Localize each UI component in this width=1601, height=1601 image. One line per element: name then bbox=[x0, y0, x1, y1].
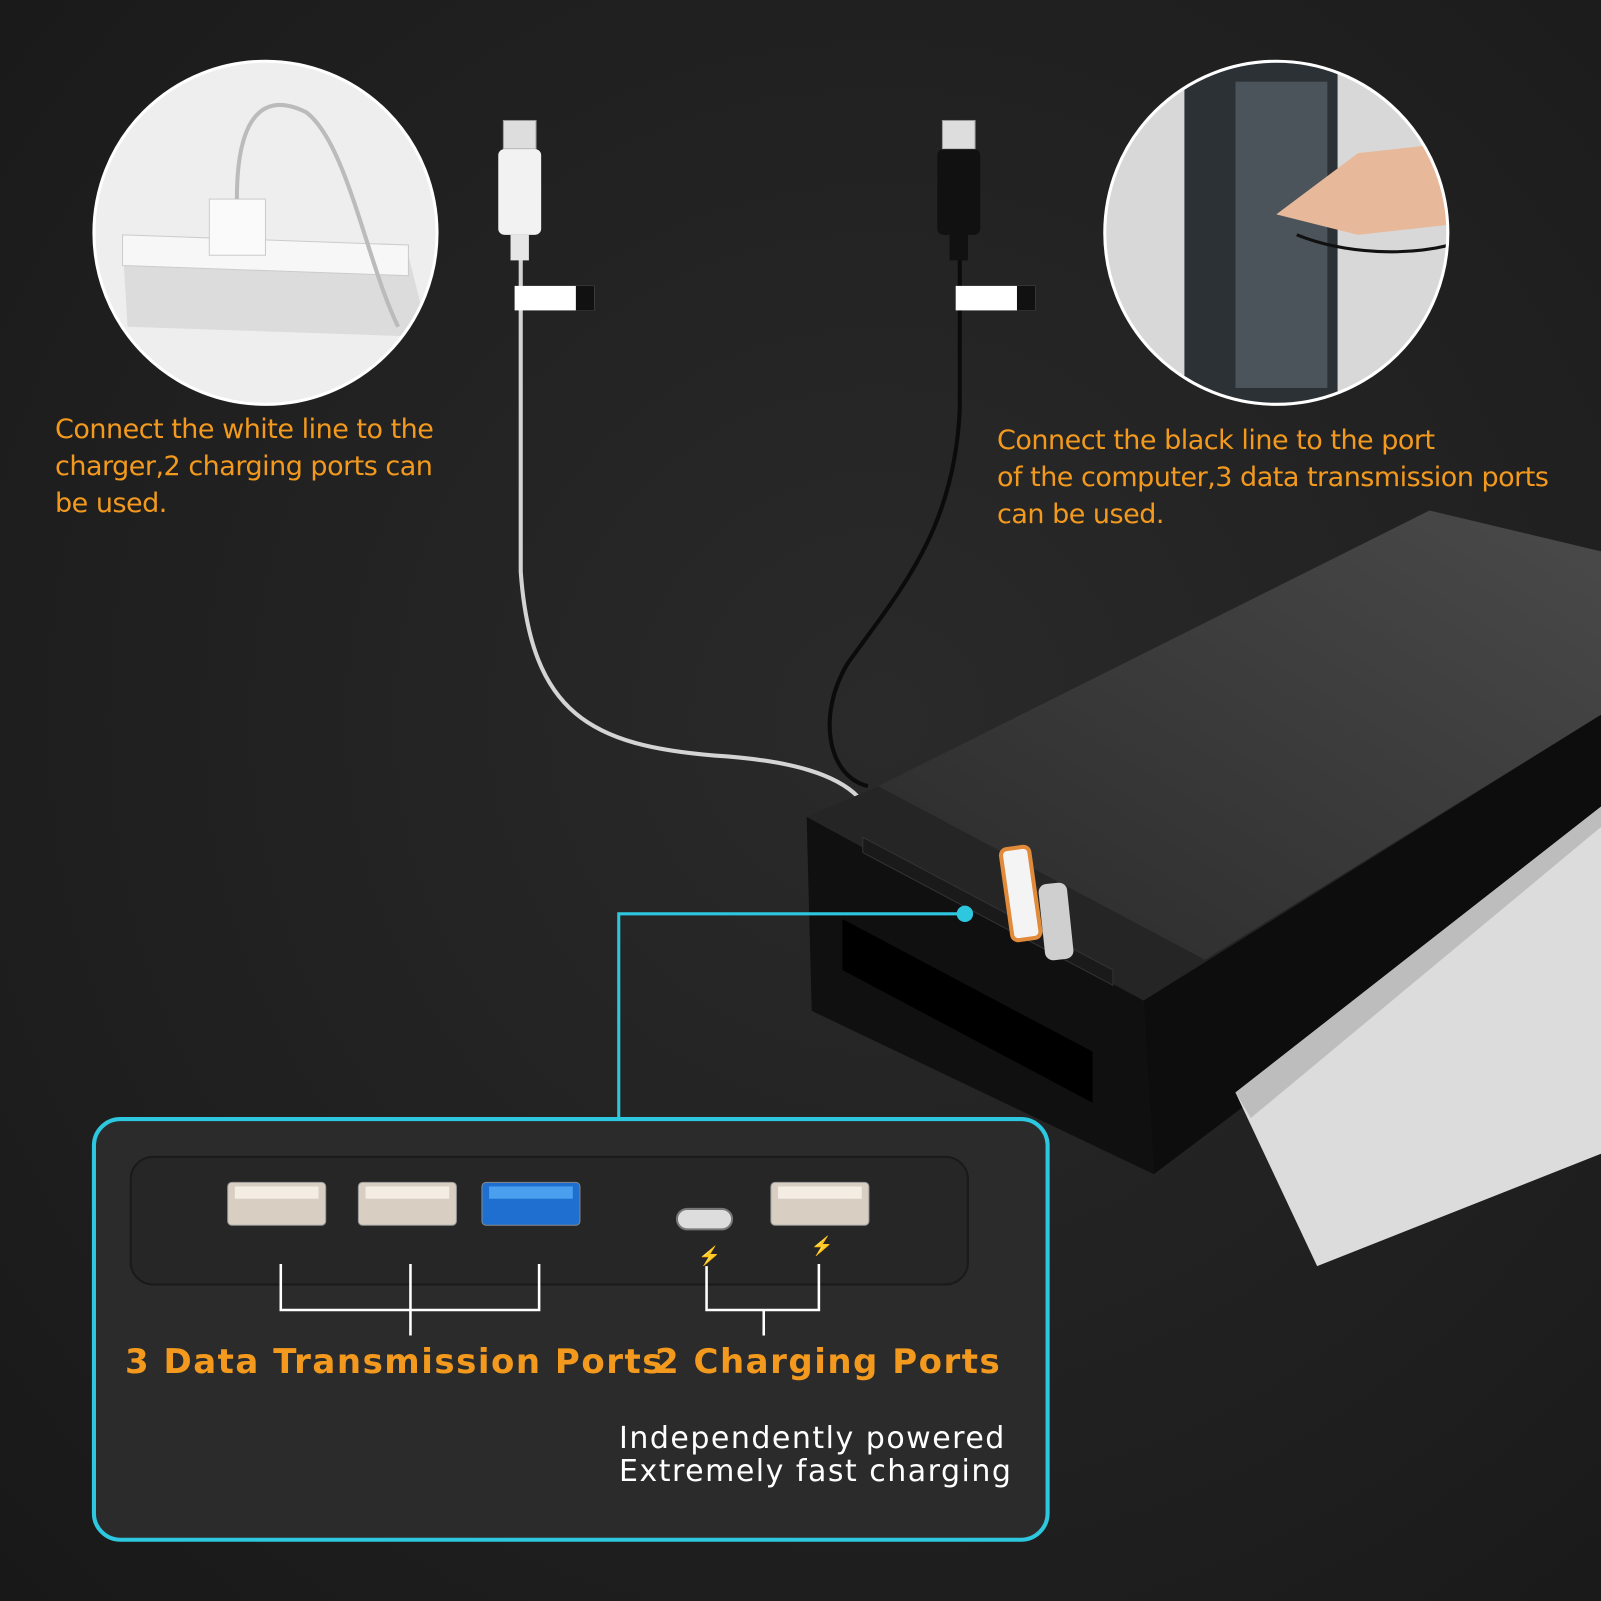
computer-photo bbox=[1104, 61, 1448, 405]
caption-line: charger,2 charging ports can bbox=[55, 451, 433, 482]
left-caption: Connect the white line to the charger,2 … bbox=[55, 411, 434, 522]
usb-c-port-icon bbox=[675, 1207, 734, 1231]
usb-a-port bbox=[357, 1181, 457, 1226]
callout-connector bbox=[617, 905, 974, 1122]
caption-line: Connect the white line to the bbox=[55, 414, 434, 445]
note-line: Extremely fast charging bbox=[619, 1454, 1013, 1489]
lightning-icon: ⚡ bbox=[698, 1245, 721, 1267]
note-line: Independently powered bbox=[619, 1421, 1006, 1456]
right-caption: Connect the black line to the port of th… bbox=[997, 422, 1549, 533]
keyboard bbox=[1235, 806, 1601, 1267]
caption-line: Connect the black line to the port bbox=[997, 425, 1435, 456]
usb-a-port bbox=[770, 1181, 870, 1226]
charger-photo bbox=[93, 61, 438, 405]
charging-ports-label: 2 Charging Ports bbox=[655, 1342, 1002, 1382]
white-cable bbox=[518, 245, 860, 798]
caption-line: be used. bbox=[55, 488, 167, 519]
monitor-stand bbox=[806, 510, 1601, 1175]
usb3-port bbox=[481, 1181, 581, 1226]
caption-line: of the computer,3 data transmission port… bbox=[997, 462, 1549, 493]
caption-line: can be used. bbox=[997, 499, 1164, 530]
lightning-icon: ⚡ bbox=[811, 1235, 834, 1257]
usb-a-white-plug-icon bbox=[498, 119, 595, 311]
usb-a-black-plug-icon bbox=[937, 119, 1036, 311]
charging-note: Independently powered Extremely fast cha… bbox=[619, 1422, 1012, 1488]
bracket-lines bbox=[279, 1264, 821, 1336]
data-ports-label: 3 Data Transmission Ports bbox=[125, 1342, 664, 1382]
usb-a-port bbox=[227, 1181, 327, 1226]
black-cable bbox=[827, 245, 962, 789]
